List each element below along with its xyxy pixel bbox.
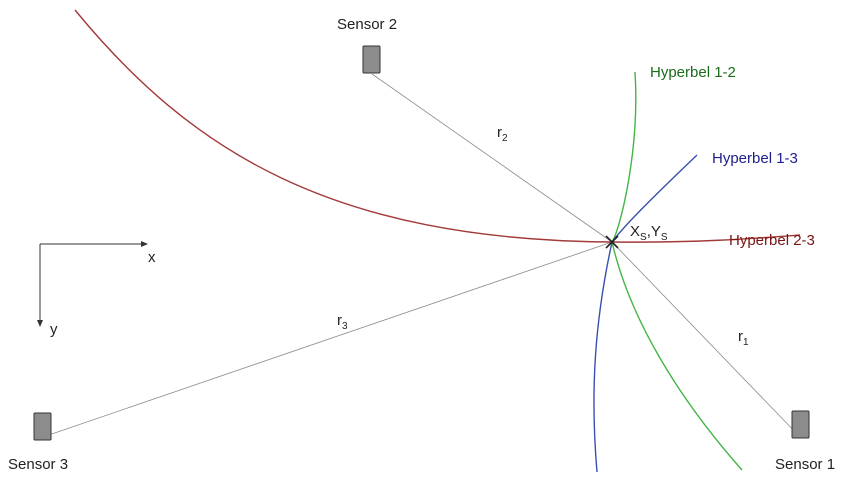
source-marker bbox=[605, 235, 619, 249]
range-line-r1 bbox=[611, 241, 801, 438]
range-label-r2: r2 bbox=[497, 124, 508, 144]
sensor-1-device bbox=[791, 410, 810, 439]
hyperbola-2-3-curve bbox=[74, 9, 801, 243]
sensor-3-device bbox=[33, 412, 52, 441]
source-label: XS,YS bbox=[630, 223, 668, 243]
sensor-2-label: Sensor 2 bbox=[337, 16, 397, 33]
range-line-r2 bbox=[371, 73, 613, 243]
x-axis-label: x bbox=[148, 249, 156, 266]
sensor-1-label: Sensor 1 bbox=[775, 456, 835, 473]
hyperbola-1-3-label: Hyperbel 1-3 bbox=[712, 150, 798, 167]
hyperbola-1-3-curve bbox=[593, 154, 698, 473]
hyperbola-2-3-label: Hyperbel 2-3 bbox=[729, 232, 815, 249]
range-label-r3: r3 bbox=[337, 312, 348, 332]
hyperbola-1-2-curve bbox=[611, 71, 743, 471]
y-axis-label: y bbox=[50, 321, 58, 338]
range-line-r3 bbox=[42, 241, 613, 438]
sensor-2-device bbox=[362, 45, 381, 74]
sensor-3-label: Sensor 3 bbox=[8, 456, 68, 473]
range-label-r1: r1 bbox=[738, 328, 749, 348]
hyperbola-1-2-label: Hyperbel 1-2 bbox=[650, 64, 736, 81]
